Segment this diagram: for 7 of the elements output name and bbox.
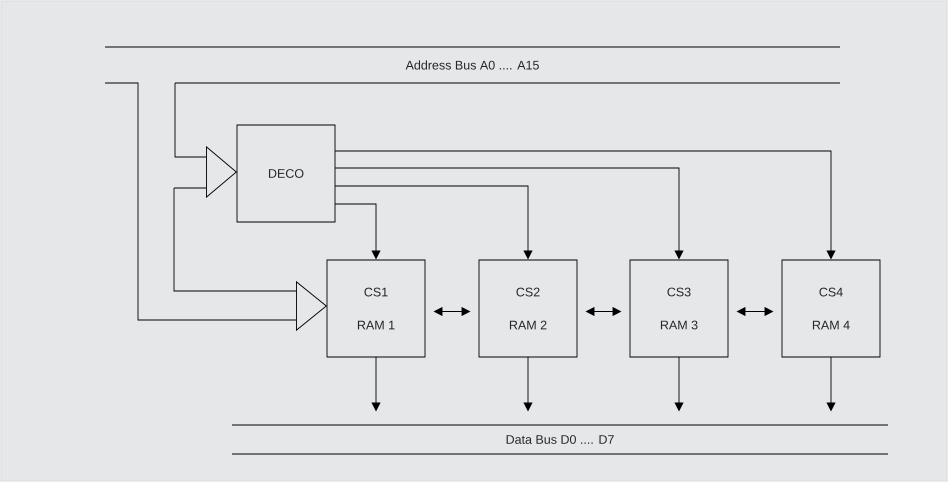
memory-box: CS1 RAM 1 (326, 260, 426, 358)
memory-box: CS2 RAM 2 (478, 260, 578, 358)
memory-box: CS4 RAM 4 (782, 260, 880, 358)
decoder-box: DECO (236, 124, 336, 222)
memory-box: CS3 RAM 3 (630, 260, 728, 358)
bus-band: Data Bus D0 .... D7 (232, 424, 888, 454)
bus-band: Address Bus A0 .... A15 (104, 46, 840, 84)
